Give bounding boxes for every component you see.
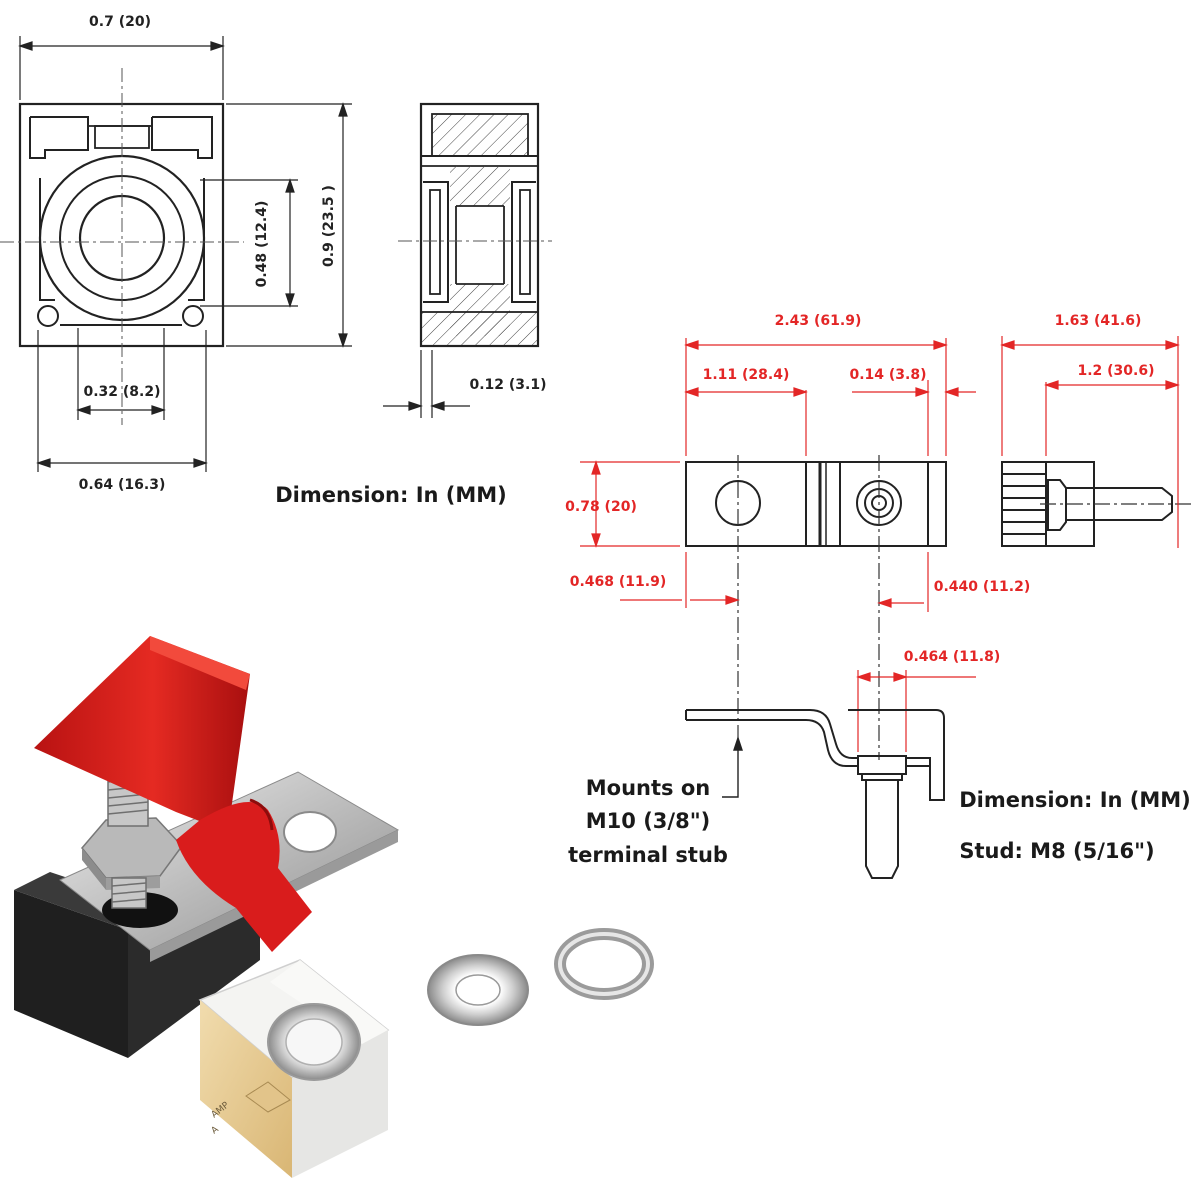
product-photo: AMP A	[14, 636, 654, 1178]
mount-note-line-2: M10 (3/8")	[586, 809, 710, 833]
red-terminal-cover	[34, 636, 250, 832]
fuse-section-length-label: 1.11 (28.4)	[703, 367, 790, 383]
front-height-label: 0.9 (23.5 )	[321, 185, 337, 267]
front-width-label: 0.7 (20)	[89, 14, 151, 30]
mount-note-line-3: terminal stub	[568, 843, 728, 867]
fuse-left-hole-offset-label: 0.468 (11.9)	[570, 574, 667, 590]
section-thickness-label: 0.12 (3.1)	[469, 377, 546, 393]
mount-note-leader	[722, 735, 743, 798]
fuse-overall-length-label: 2.43 (61.9)	[775, 313, 862, 329]
front-hole-spacing-label: 0.32 (8.2)	[83, 384, 160, 400]
units-caption-left: Dimension: In (MM)	[275, 483, 507, 507]
fuse-right-stud-offset-label: 0.440 (11.2)	[934, 579, 1031, 595]
front-base-width-label: 0.64 (16.3)	[79, 477, 166, 493]
fuse-stud-nut-width-label: 0.464 (11.8)	[904, 649, 1001, 665]
fuse-gap-label: 0.14 (3.8)	[849, 367, 926, 383]
front-view-dimensions	[18, 36, 352, 472]
fuse-dimensions	[580, 336, 1180, 752]
mount-note-line-1: Mounts on	[586, 776, 710, 800]
fuse-height-label: 0.78 (20)	[565, 499, 637, 515]
section-view-drawing	[419, 102, 540, 348]
fuse-label-a: A	[210, 1124, 222, 1136]
stud-caption: Stud: M8 (5/16")	[959, 839, 1154, 863]
bracket-hole	[283, 811, 337, 853]
fuse-top-view-drawing	[685, 461, 947, 547]
front-bore-label: 0.48 (12.4)	[254, 201, 270, 288]
fuse-stud-length-label: 1.2 (30.6)	[1077, 363, 1154, 379]
units-caption-right: Dimension: In (MM)	[959, 788, 1191, 812]
front-view-centerlines	[0, 68, 244, 425]
bracket-stud-drawing	[685, 709, 945, 879]
section-view-dimensions	[383, 350, 470, 418]
fuse-side-length-label: 1.63 (41.6)	[1055, 313, 1142, 329]
